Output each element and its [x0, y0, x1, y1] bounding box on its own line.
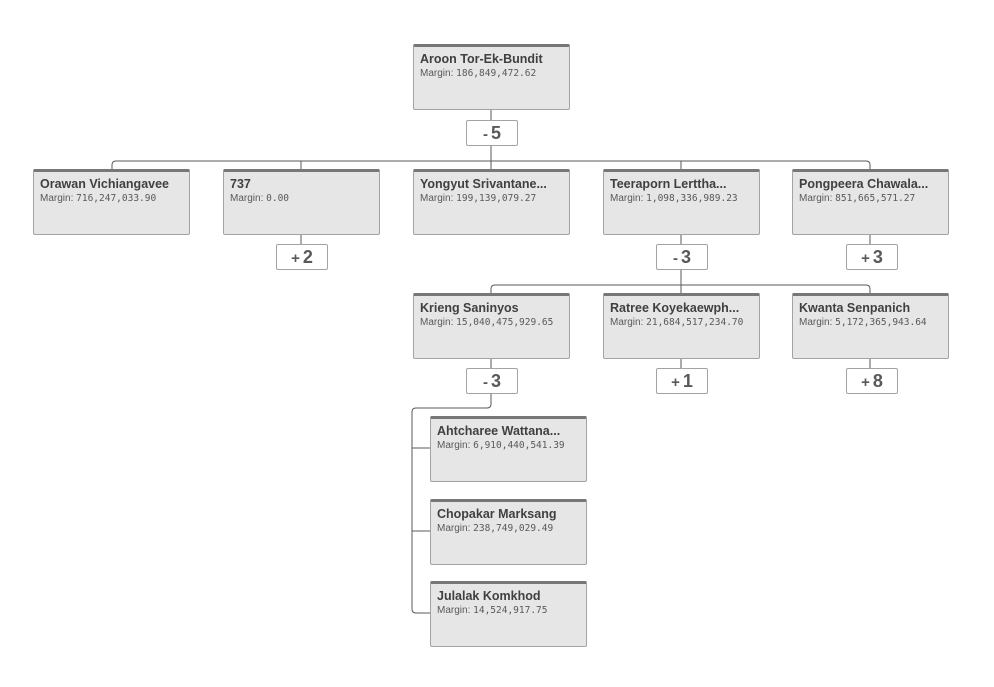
- node-name: Chopakar Marksang: [437, 507, 557, 521]
- node-margin: Margin: 0.00: [230, 193, 290, 204]
- expand-toggle-kwanta[interactable]: +8: [846, 368, 898, 394]
- node-margin: Margin: 186,849,472.62: [420, 68, 537, 79]
- node-ratree-koyekaewph[interactable]: Ratree Koyekaewph... Margin: 21,684,517,…: [603, 293, 760, 359]
- node-name: Orawan Vichiangavee: [40, 177, 169, 191]
- collapse-toggle-teeraporn[interactable]: -3: [656, 244, 708, 270]
- node-name: Kwanta Senpanich: [799, 301, 911, 315]
- node-name: 737: [230, 177, 251, 191]
- node-name: Pongpeera Chawala...: [799, 177, 929, 191]
- node-ahtcharee-wattana[interactable]: Ahtcharee Wattana... Margin: 6,910,440,5…: [430, 416, 587, 482]
- node-julalak-komkhod[interactable]: Julalak Komkhod Margin: 14,524,917.75: [430, 581, 587, 647]
- collapse-toggle-krieng[interactable]: -3: [466, 368, 518, 394]
- node-737[interactable]: 737 Margin: 0.00: [223, 169, 380, 235]
- node-aroon-tor-ek-bundit[interactable]: Aroon Tor-Ek-Bundit Margin: 186,849,472.…: [413, 44, 570, 110]
- node-kwanta-senpanich[interactable]: Kwanta Senpanich Margin: 5,172,365,943.6…: [792, 293, 949, 359]
- connector-krieng-list: [411, 393, 492, 614]
- collapse-toggle-aroon[interactable]: -5: [466, 120, 518, 146]
- node-margin: Margin: 21,684,517,234.70: [610, 317, 744, 328]
- node-pongpeera-chawala[interactable]: Pongpeera Chawala... Margin: 851,665,571…: [792, 169, 949, 235]
- expand-toggle-ratree[interactable]: +1: [656, 368, 708, 394]
- node-margin: Margin: 199,139,079.27: [420, 193, 537, 204]
- node-margin: Margin: 14,524,917.75: [437, 605, 548, 616]
- node-orawan-vichiangavee[interactable]: Orawan Vichiangavee Margin: 716,247,033.…: [33, 169, 190, 235]
- connector-root-bus: [111, 145, 871, 169]
- node-margin: Margin: 6,910,440,541.39: [437, 440, 565, 451]
- node-chopakar-marksang[interactable]: Chopakar Marksang Margin: 238,749,029.49: [430, 499, 587, 565]
- node-margin: Margin: 5,172,365,943.64: [799, 317, 927, 328]
- connector-teeraporn-bus: [490, 269, 871, 293]
- node-margin: Margin: 851,665,571.27: [799, 193, 916, 204]
- expand-toggle-pongpeera[interactable]: +3: [846, 244, 898, 270]
- node-teeraporn-lerttha[interactable]: Teeraporn Lerttha... Margin: 1,098,336,9…: [603, 169, 760, 235]
- node-name: Yongyut Srivantane...: [420, 177, 547, 191]
- node-name: Ratree Koyekaewph...: [610, 301, 740, 315]
- node-margin: Margin: 716,247,033.90: [40, 193, 157, 204]
- expand-toggle-737[interactable]: +2: [276, 244, 328, 270]
- node-margin: Margin: 1,098,336,989.23: [610, 193, 738, 204]
- node-name: Krieng Saninyos: [420, 301, 519, 315]
- node-yongyut-srivantane[interactable]: Yongyut Srivantane... Margin: 199,139,07…: [413, 169, 570, 235]
- node-margin: Margin: 238,749,029.49: [437, 523, 554, 534]
- node-name: Teeraporn Lerttha...: [610, 177, 727, 191]
- node-name: Aroon Tor-Ek-Bundit: [420, 52, 543, 66]
- node-margin: Margin: 15,040,475,929.65: [420, 317, 554, 328]
- node-name: Ahtcharee Wattana...: [437, 424, 561, 438]
- node-krieng-saninyos[interactable]: Krieng Saninyos Margin: 15,040,475,929.6…: [413, 293, 570, 359]
- node-name: Julalak Komkhod: [437, 589, 541, 603]
